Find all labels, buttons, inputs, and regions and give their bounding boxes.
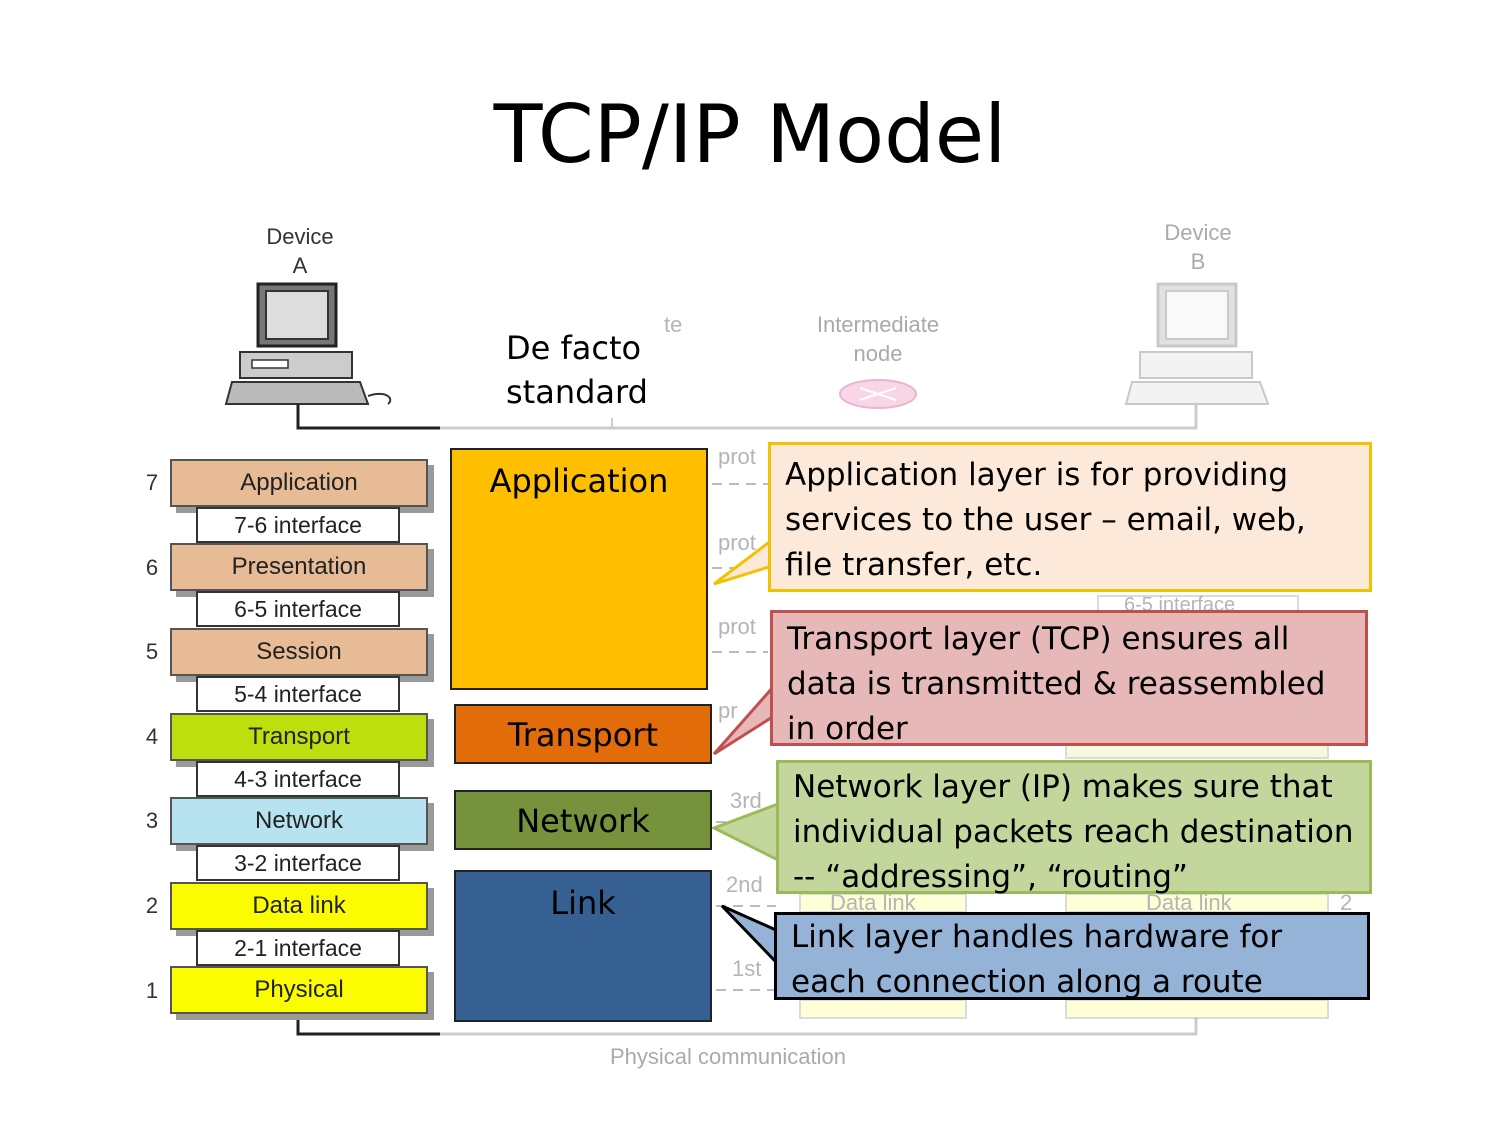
intermediate-node-label: Intermediate node (798, 310, 958, 368)
osi-layer-session: Session (170, 628, 428, 676)
computer-icon-device-a (224, 282, 392, 405)
device-b-label-line1: Device (1164, 220, 1232, 245)
osi-layer-application: Application (170, 459, 428, 507)
physical-communication-label: Physical communication (610, 1044, 846, 1069)
device-b-label: Device B (1148, 218, 1248, 276)
device-a-label-line1: Device (266, 224, 334, 249)
osi-layer-physical: Physical (170, 966, 428, 1014)
osi-layer-number: 1 (145, 978, 159, 1003)
osi-interface-6-5: 6-5 interface (196, 591, 400, 627)
router-icon (839, 379, 917, 409)
faded-fragment-number: 2 (1340, 890, 1353, 915)
faded-fragment-1st: 1st (732, 956, 762, 981)
osi-layer-network: Network (170, 797, 428, 845)
faded-fragment-data-link: Data link (1146, 890, 1232, 915)
osi-layer-number: 5 (145, 639, 159, 664)
callout-transport: Transport layer (TCP) ensures all data i… (770, 610, 1368, 747)
device-a-label: Device A (250, 222, 350, 280)
osi-layer-number: 6 (145, 555, 159, 580)
computer-icon-device-b (1124, 282, 1270, 405)
tcpip-layer-application: Application (450, 448, 708, 690)
osi-layer-number: 4 (145, 724, 159, 749)
faded-fragment-proto: prot (718, 530, 756, 555)
osi-layer-number: 2 (145, 893, 159, 918)
osi-layer-transport: Transport (170, 713, 428, 761)
tcpip-layer-transport: Transport (454, 704, 712, 764)
callout-application: Application layer is for providing servi… (768, 442, 1372, 592)
intermediate-label-line2: node (853, 341, 903, 366)
faded-fragment-proto: prot (718, 444, 756, 469)
faded-fragment-te: te (664, 312, 683, 337)
slide-title: TCP/IP Model (493, 88, 1007, 181)
faded-fragment-proto: prot (718, 614, 756, 639)
callout-network: Network layer (IP) makes sure that indiv… (776, 760, 1372, 895)
tcpip-layer-link: Link (454, 870, 712, 1022)
callout-link: Link layer handles hardware for each con… (774, 912, 1370, 1000)
faded-fragment-proto: pr (718, 698, 738, 723)
osi-layer-number: 3 (145, 808, 159, 833)
device-a-label-line2: A (292, 253, 308, 278)
de-facto-line1: De facto (506, 329, 642, 367)
intermediate-label-line1: Intermediate (816, 312, 940, 337)
de-facto-standard-label: De facto standard (506, 326, 648, 414)
tcpip-layer-network: Network (454, 790, 712, 850)
de-facto-line2: standard (506, 373, 648, 411)
osi-layer-number: 7 (145, 470, 159, 495)
faded-fragment-data-link: Data link (830, 890, 916, 915)
osi-interface-5-4: 5-4 interface (196, 676, 400, 712)
osi-interface-4-3: 4-3 interface (196, 761, 400, 797)
osi-interface-7-6: 7-6 interface (196, 507, 400, 543)
callout-pointer-link (720, 904, 778, 966)
faded-fragment-3rd: 3rd (730, 788, 762, 813)
faded-fragment-2nd: 2nd (726, 872, 763, 897)
osi-interface-2-1: 2-1 interface (196, 930, 400, 966)
osi-layer-data-link: Data link (170, 882, 428, 930)
device-b-label-line2: B (1190, 249, 1206, 274)
osi-layer-presentation: Presentation (170, 543, 428, 591)
osi-interface-3-2: 3-2 interface (196, 845, 400, 881)
